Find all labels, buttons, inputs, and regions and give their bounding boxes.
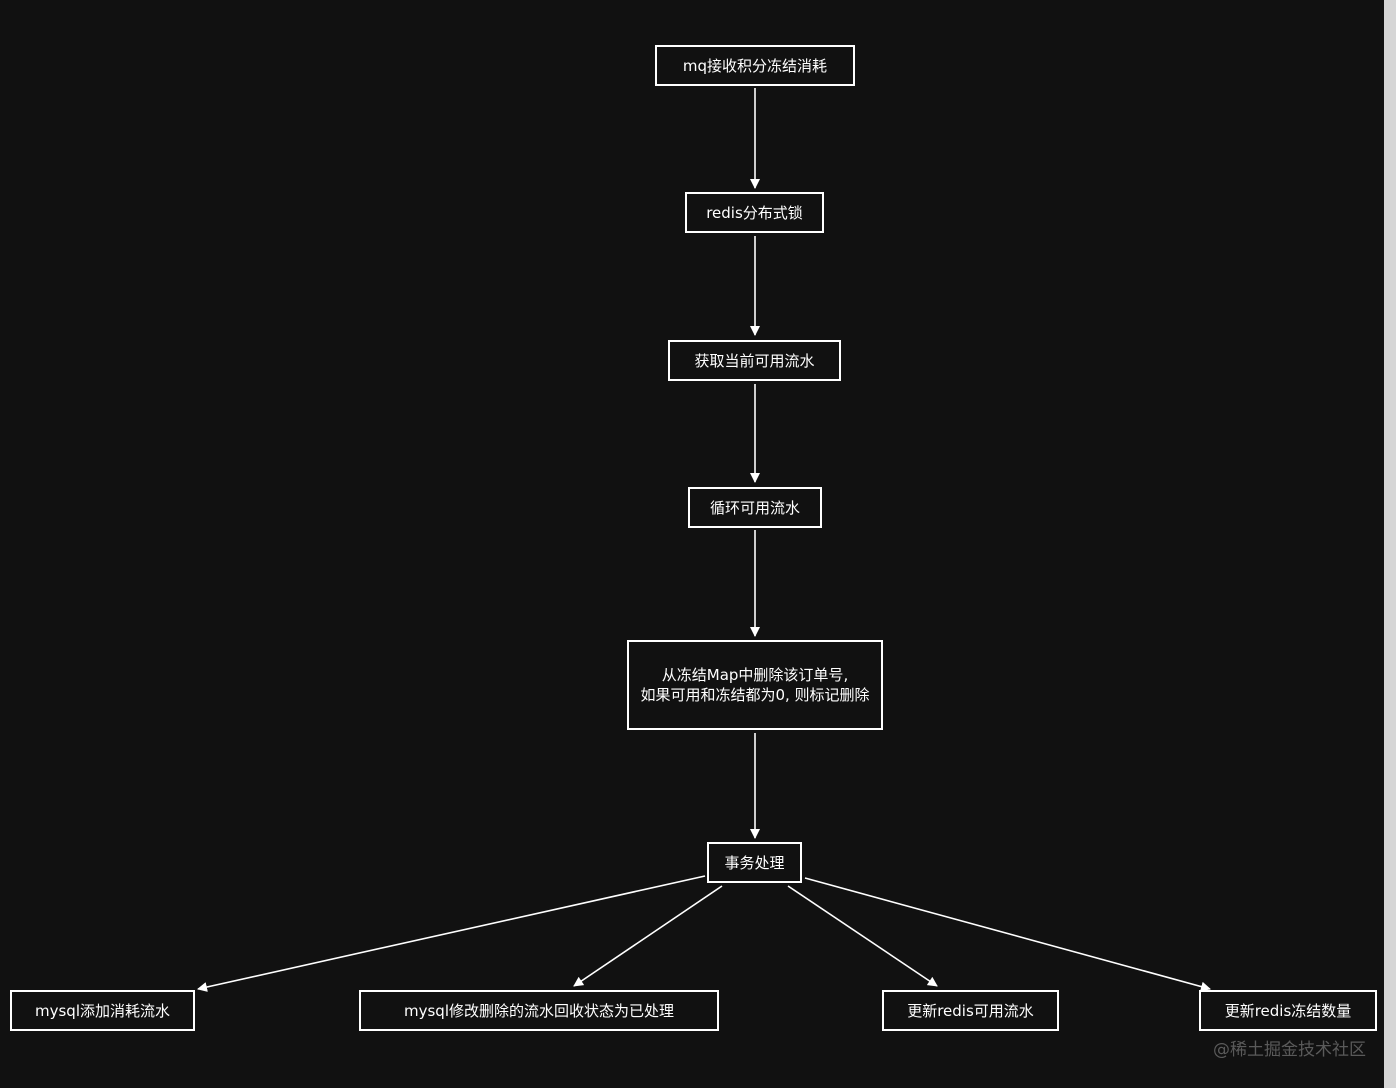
node-out1: mysql添加消耗流水	[10, 990, 195, 1031]
node-loop-label: 循环可用流水	[709, 498, 800, 517]
node-mq-label: mq接收积分冻结消耗	[682, 56, 828, 75]
node-out4: 更新redis冻结数量	[1199, 990, 1377, 1031]
node-lock-label: redis分布式锁	[706, 203, 803, 222]
node-out2: mysql修改删除的流水回收状态为已处理	[359, 990, 719, 1031]
edge-tx-to-out1	[197, 875, 706, 992]
node-out2-label: mysql修改删除的流水回收状态为已处理	[404, 1001, 674, 1020]
node-remove-line-1: 从冻结Map中删除该订单号,	[661, 666, 849, 684]
node-loop: 循环可用流水	[688, 487, 822, 528]
node-remove: 从冻结Map中删除该订单号, 如果可用和冻结都为0, 则标记删除	[627, 640, 883, 730]
node-tx: 事务处理	[707, 842, 802, 883]
node-out1-label: mysql添加消耗流水	[35, 1001, 170, 1020]
edge-group	[197, 88, 1211, 992]
edge-tx-to-out4	[804, 877, 1211, 992]
edge-tx-to-out2	[573, 885, 723, 987]
scrollbar-strip	[1384, 0, 1396, 1088]
node-tx-label: 事务处理	[724, 853, 785, 872]
node-out3: 更新redis可用流水	[882, 990, 1059, 1031]
node-fetch-label: 获取当前可用流水	[694, 351, 815, 370]
node-remove-text: 从冻结Map中删除该订单号, 如果可用和冻结都为0, 则标记删除	[640, 665, 869, 705]
node-lock: redis分布式锁	[685, 192, 824, 233]
node-out4-label: 更新redis冻结数量	[1224, 1001, 1352, 1020]
node-remove-line-2: 如果可用和冻结都为0, 则标记删除	[640, 686, 870, 704]
watermark: @稀土掘金技术社区	[1213, 1040, 1366, 1060]
node-out3-label: 更新redis可用流水	[907, 1001, 1034, 1020]
edge-tx-to-out3	[787, 885, 938, 987]
node-fetch: 获取当前可用流水	[668, 340, 841, 381]
node-mq: mq接收积分冻结消耗	[655, 45, 855, 86]
